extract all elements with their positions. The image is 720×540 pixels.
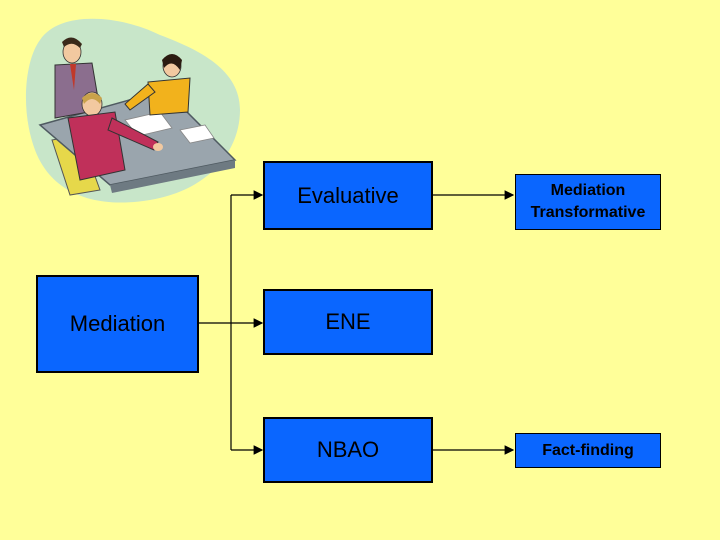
outcome-node-label: Fact-finding bbox=[542, 441, 634, 459]
branch-node-label: ENE bbox=[325, 309, 371, 334]
root-node-label: Mediation bbox=[69, 311, 166, 336]
branch-node-label: Evaluative bbox=[297, 182, 399, 208]
outcome-node-fact-finding: Fact-finding bbox=[515, 433, 661, 468]
business-meeting-clipart-icon bbox=[25, 18, 241, 203]
branch-node-evaluative: Evaluative bbox=[263, 161, 433, 230]
branch-node-label: NBAO bbox=[316, 437, 380, 462]
outcome-node-label: Mediation Transformative bbox=[530, 182, 646, 221]
branch-node-nbao: NBAO bbox=[263, 417, 433, 483]
root-node-mediation: Mediation bbox=[36, 275, 199, 373]
branch-node-ene: ENE bbox=[263, 289, 433, 355]
outcome-node-transformative: Mediation Transformative bbox=[515, 174, 661, 230]
